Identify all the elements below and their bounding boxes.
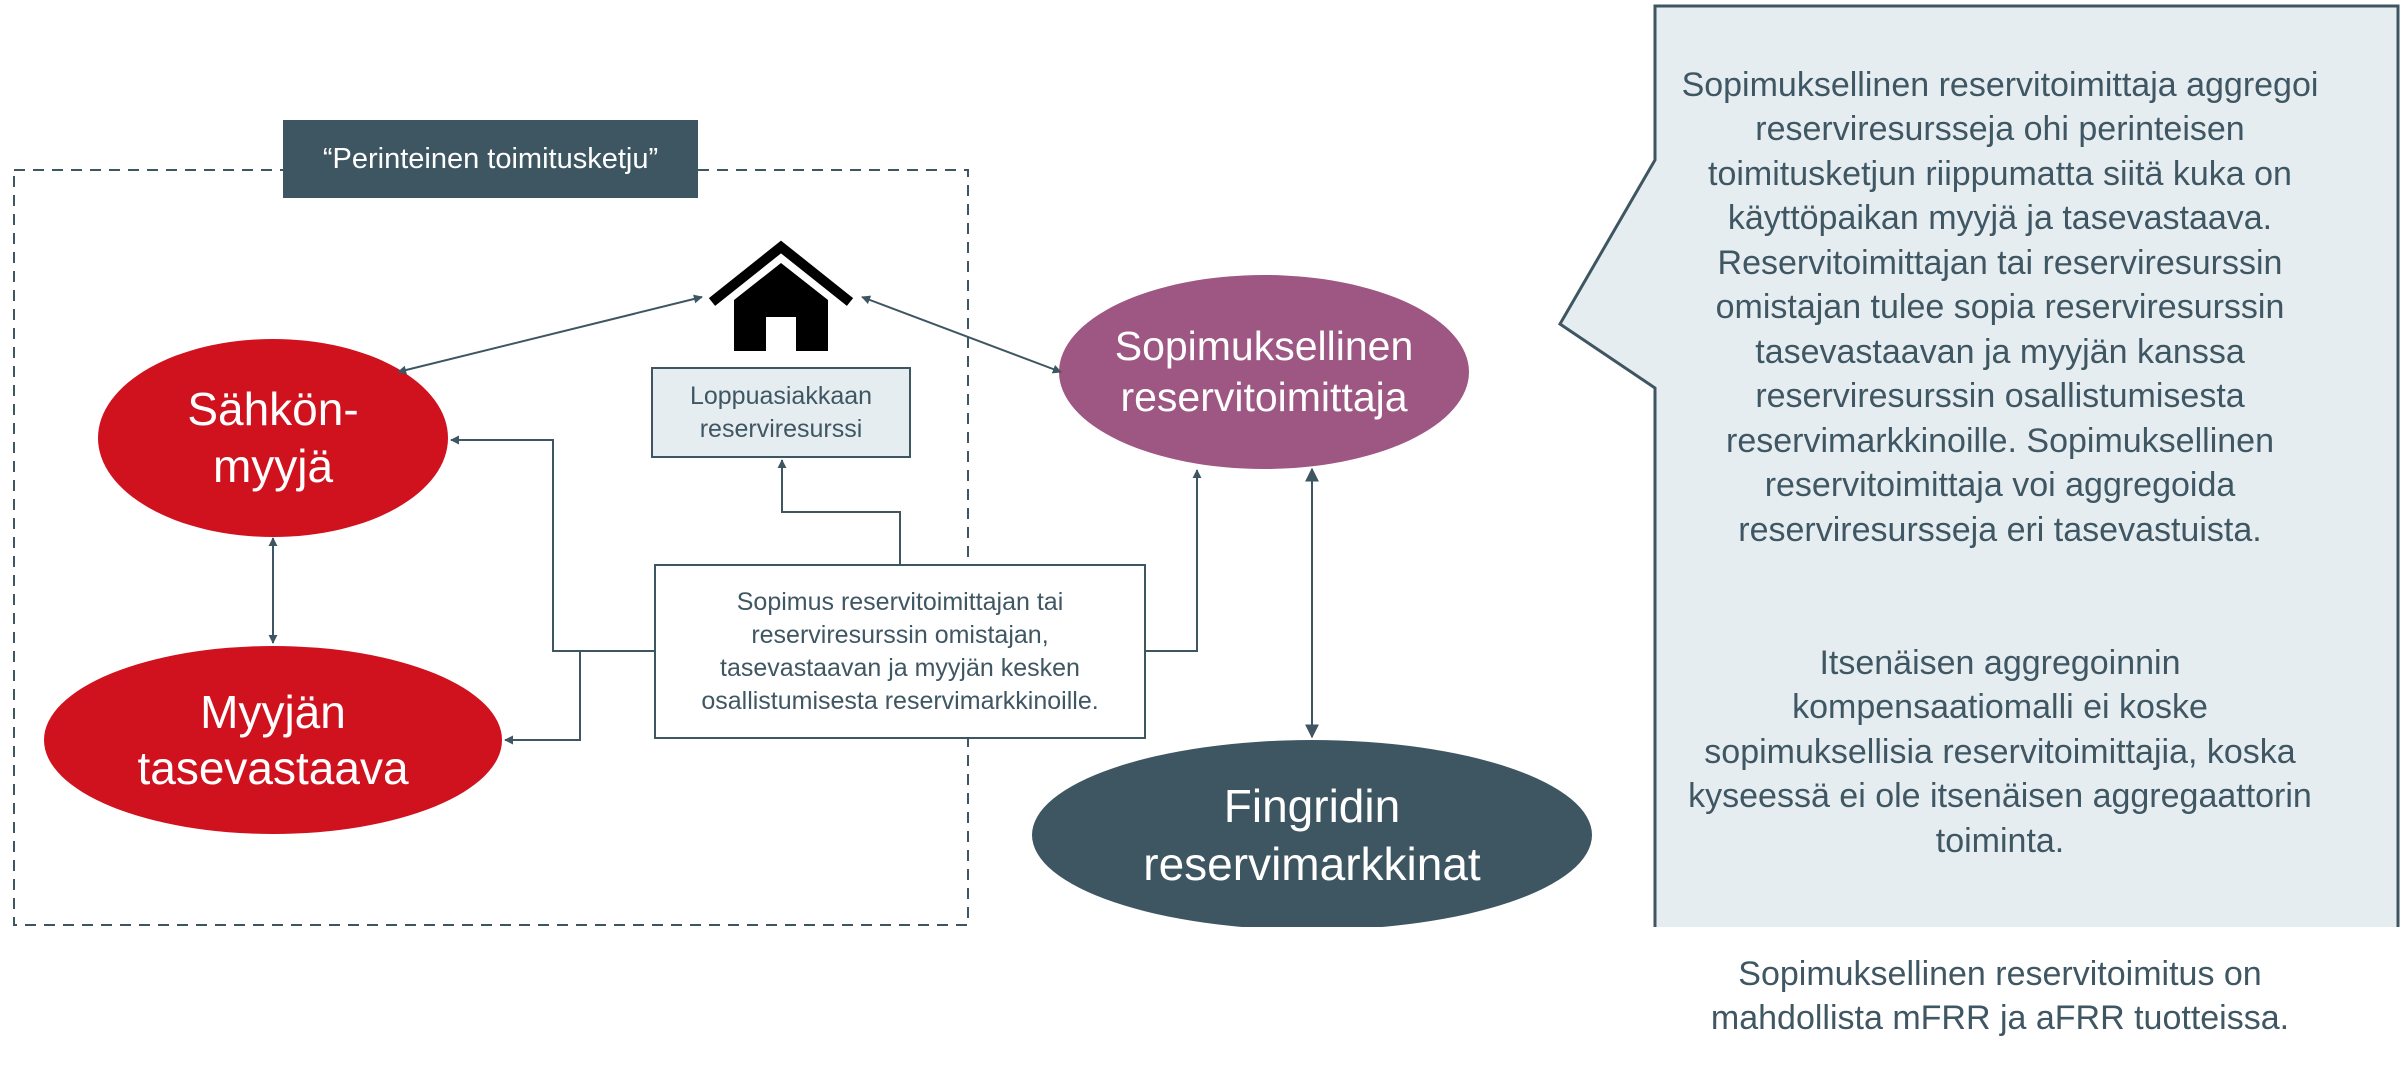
house-label: Loppuasiakkaan reserviresurssi (689, 381, 873, 443)
contractual-provider-label: Sopimuksellinen reservitoimittaja (1114, 323, 1414, 420)
arrow-agreement-house (777, 459, 901, 565)
seller-node (98, 339, 448, 537)
arrow-agreement-balance (504, 651, 581, 745)
house-label-box (651, 367, 911, 458)
connectors (268, 294, 1319, 745)
arrow-house-provider (861, 295, 1062, 374)
seller-label: Sähkön- myyjä (187, 383, 359, 492)
fingrid-label: Fingridin reservimarkkinat (1143, 780, 1481, 890)
arrow-seller-house (397, 294, 703, 375)
callout-paragraph-3: Sopimuksellinen reservitoimitus on mahdo… (1710, 954, 2290, 1038)
callout-paragraph-2: Itsenäisen aggregoinnin kompensaatiomall… (1688, 643, 2312, 860)
frame-label: “Perinteinen toimitusketju” (322, 142, 659, 175)
agreement-text: Sopimus reservitoimittajan tai reservire… (701, 587, 1099, 715)
frame-label-box (283, 120, 698, 198)
callout-text: Sopimuksellinen reservitoimittaja aggreg… (1655, 18, 2345, 1085)
arrow-agreement-provider (1145, 469, 1202, 652)
balance-responsible-label: Myyjän tasevastaava (137, 686, 409, 794)
callout-panel (1557, 4, 2400, 927)
fingrid-node (1032, 740, 1592, 927)
arrow-agreement-seller (450, 435, 655, 652)
contractual-provider-node (1059, 275, 1469, 469)
house-icon (708, 240, 854, 351)
balance-responsible-node (44, 646, 502, 834)
diagram-canvas (13, 4, 2400, 927)
callout-paragraph-1: Sopimuksellinen reservitoimittaja aggreg… (1681, 65, 2319, 549)
